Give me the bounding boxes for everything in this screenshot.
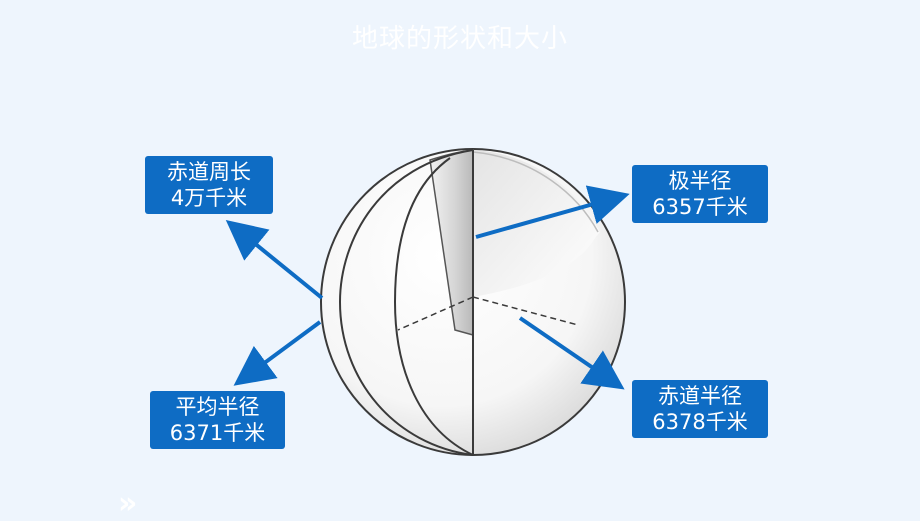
label-polar-radius: 极半径 6357千米: [632, 165, 768, 223]
page-title: 地球的形状和大小: [351, 24, 568, 54]
arrow-equator-circumference: [225, 219, 324, 300]
meridian-outer: [338, 149, 474, 456]
arrow-equatorial-radius: [518, 316, 625, 390]
label-mean-radius-line1: 平均半径: [175, 395, 260, 419]
label-mean-radius: 平均半径 6371千米: [150, 391, 285, 449]
arrow-polar-radius: [475, 185, 630, 239]
label-mean-radius-line2: 6371千米: [169, 421, 266, 445]
label-equator-circumference-line2: 4万千米: [170, 186, 248, 210]
meridian-inner: [393, 157, 474, 456]
arrow-mean-radius: [233, 320, 322, 386]
label-equator-circumference: 赤道周长 4万千米: [145, 156, 273, 214]
equator-dashed-left: [397, 296, 474, 331]
label-polar-radius-line1: 极半径: [668, 169, 732, 193]
label-equatorial-radius-line2: 6378千米: [652, 410, 748, 434]
equator-dashed-right: [472, 296, 579, 326]
label-equatorial-radius-line1: 赤道半径: [658, 384, 742, 408]
label-polar-radius-line2: 6357千米: [652, 195, 748, 219]
label-equator-circumference-line1: 赤道周长: [167, 160, 251, 184]
cutaway-quadrant: [473, 150, 600, 297]
label-equatorial-radius: 赤道半径 6378千米: [632, 380, 768, 438]
double-chevron-right-icon: »: [118, 486, 138, 521]
